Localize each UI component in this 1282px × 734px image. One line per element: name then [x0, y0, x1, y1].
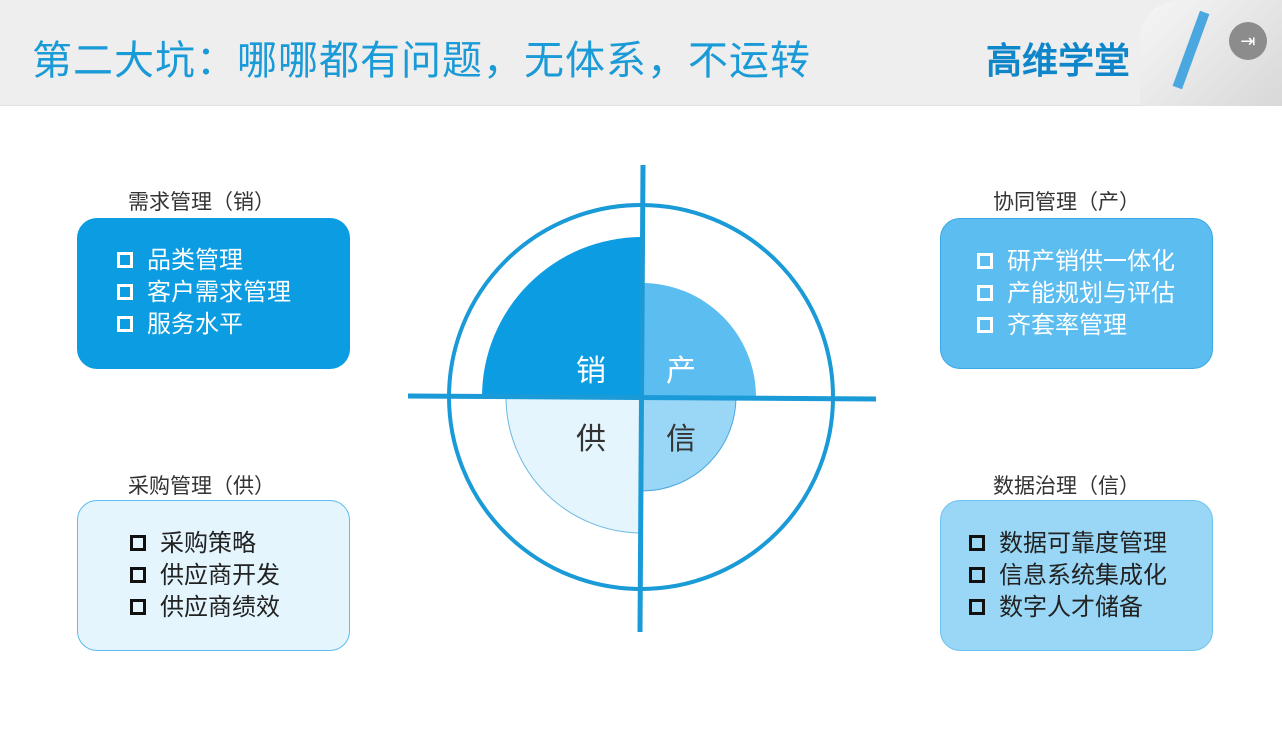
item-text: 供应商开发	[160, 561, 280, 589]
list-item: 研产销供一体化	[977, 245, 1212, 277]
item-text: 品类管理	[147, 246, 243, 274]
horizontal-axis	[407, 393, 877, 402]
checkbox-icon	[969, 599, 985, 615]
item-text: 数字人才储备	[999, 593, 1143, 621]
item-text: 客户需求管理	[147, 278, 291, 306]
checkbox-icon	[117, 252, 133, 268]
list-item: 供应商开发	[130, 559, 349, 591]
quadrant-label-production: 产	[666, 354, 696, 389]
quadrant-label-sales: 销	[576, 354, 606, 389]
list-item: 数字人才储备	[969, 591, 1212, 623]
item-text: 产能规划与评估	[1007, 279, 1175, 307]
collab-label: 协同管理（产）	[993, 190, 1140, 214]
data-governance-box: 数据可靠度管理 信息系统集成化 数字人才储备	[940, 500, 1213, 651]
item-text: 数据可靠度管理	[999, 529, 1167, 557]
checkbox-icon	[117, 316, 133, 332]
list-item: 信息系统集成化	[969, 559, 1212, 591]
list-item: 数据可靠度管理	[969, 527, 1212, 559]
checkbox-icon	[130, 535, 146, 551]
item-text: 供应商绩效	[160, 593, 280, 621]
demand-label: 需求管理（销）	[128, 190, 275, 214]
quadrant-label-supply: 供	[576, 422, 606, 457]
item-text: 信息系统集成化	[999, 561, 1167, 589]
checkbox-icon	[130, 599, 146, 615]
list-item: 供应商绩效	[130, 591, 349, 623]
item-text: 研产销供一体化	[1007, 247, 1175, 275]
list-item: 产能规划与评估	[977, 277, 1212, 309]
checkbox-icon	[977, 317, 993, 333]
list-item: 齐套率管理	[977, 309, 1212, 341]
checkbox-icon	[977, 253, 993, 269]
quadrant-label-info: 信	[666, 422, 696, 457]
checkbox-icon	[117, 284, 133, 300]
slide-title: 第二大坑：哪哪都有问题，无体系，不运转	[32, 38, 811, 84]
checkbox-icon	[969, 567, 985, 583]
checkbox-icon	[130, 567, 146, 583]
sales-sector	[482, 237, 642, 397]
demand-management-box: 品类管理 客户需求管理 服务水平	[77, 218, 350, 369]
info-sector	[641, 396, 737, 492]
list-item: 采购策略	[130, 527, 349, 559]
item-text: 齐套率管理	[1007, 311, 1127, 339]
procurement-label: 采购管理（供）	[128, 474, 275, 498]
supply-sector	[505, 396, 643, 534]
slide-header: 第二大坑：哪哪都有问题，无体系，不运转 高维学堂 ⇥	[0, 0, 1282, 106]
list-item: 客户需求管理	[117, 276, 350, 308]
list-item: 服务水平	[117, 308, 350, 340]
checkbox-icon	[977, 285, 993, 301]
procurement-management-box: 采购策略 供应商开发 供应商绩效	[77, 500, 350, 651]
exit-fullscreen-button[interactable]: ⇥	[1229, 22, 1267, 60]
data-governance-label: 数据治理（信）	[993, 474, 1140, 498]
production-sector	[642, 283, 756, 397]
brand-logo: 高维学堂	[986, 41, 1131, 82]
checkbox-icon	[969, 535, 985, 551]
exit-icon: ⇥	[1240, 30, 1256, 52]
list-item: 品类管理	[117, 244, 350, 276]
item-text: 服务水平	[147, 310, 243, 338]
item-text: 采购策略	[160, 529, 256, 557]
collaboration-management-box: 研产销供一体化 产能规划与评估 齐套率管理	[940, 218, 1213, 369]
